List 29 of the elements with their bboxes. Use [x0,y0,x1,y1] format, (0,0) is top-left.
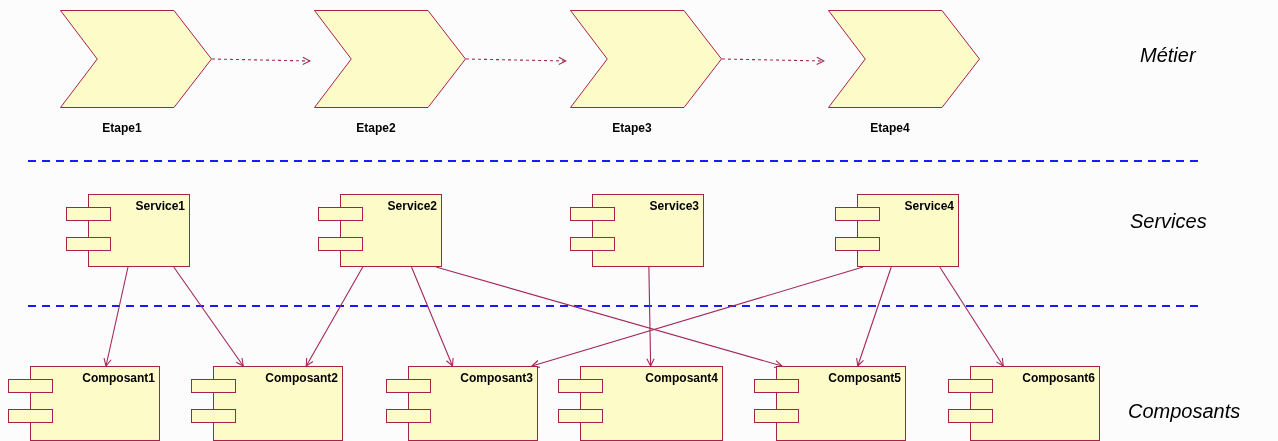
component-label: Composant2 [265,370,338,387]
component-label: Service4 [904,198,954,215]
layer-label: Métier [1140,43,1196,68]
layer-label: Services [1130,209,1207,234]
arrow [305,266,364,367]
component-label: Composant4 [645,370,718,387]
arrow [856,266,892,367]
step-label: Etape3 [612,120,653,137]
arrow [410,266,454,367]
component-label: Composant1 [82,370,155,387]
arrow [103,266,129,367]
arrow [465,56,567,65]
step-label: Etape4 [870,120,911,137]
arrow [173,266,244,367]
arrow [435,266,783,368]
layer-label: Composants [1128,399,1241,424]
arrow [646,266,655,367]
arrow [531,266,864,368]
component-label: Service2 [387,198,437,215]
step-label: Etape2 [356,120,397,137]
arrow [211,56,311,65]
component-label: Service3 [649,198,699,215]
component-label: Service1 [135,198,185,215]
step-label: Etape1 [102,120,143,137]
component-label: Composant6 [1022,370,1095,387]
component-label: Composant5 [828,370,901,387]
component-label: Composant3 [460,370,533,387]
arrow [721,56,825,65]
arrow [939,266,1004,367]
